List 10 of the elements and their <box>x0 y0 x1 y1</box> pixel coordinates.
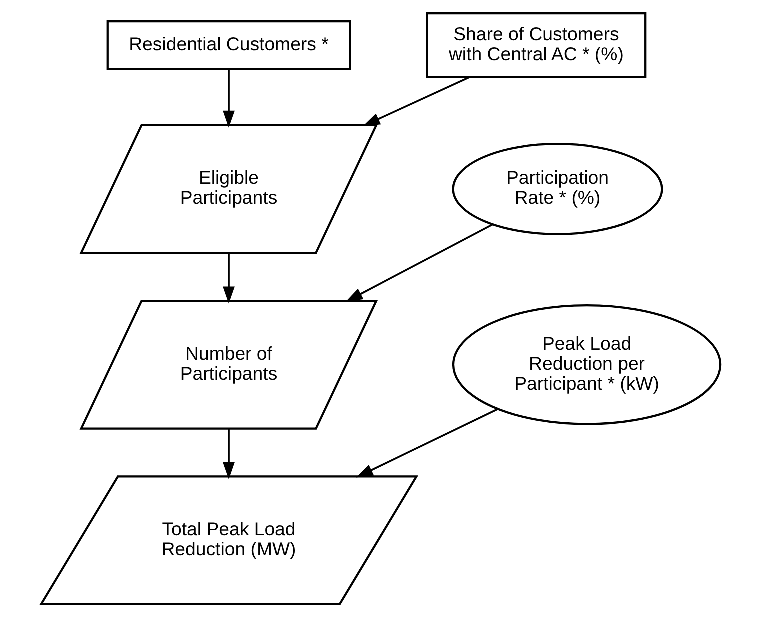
node-ellipse: Participation Rate * (%) <box>452 143 663 236</box>
arrow <box>222 69 234 128</box>
node-box: Share of Customers with Central AC * (%) <box>426 12 646 78</box>
node-box: Residential Customers * <box>106 20 351 70</box>
arrow <box>345 224 493 302</box>
arrow <box>356 408 498 478</box>
arrow <box>222 254 234 304</box>
node-ellipse: Peak Load Reduction per Participant * (kW) <box>452 304 722 426</box>
arrow <box>222 429 234 480</box>
arrow <box>362 76 470 126</box>
